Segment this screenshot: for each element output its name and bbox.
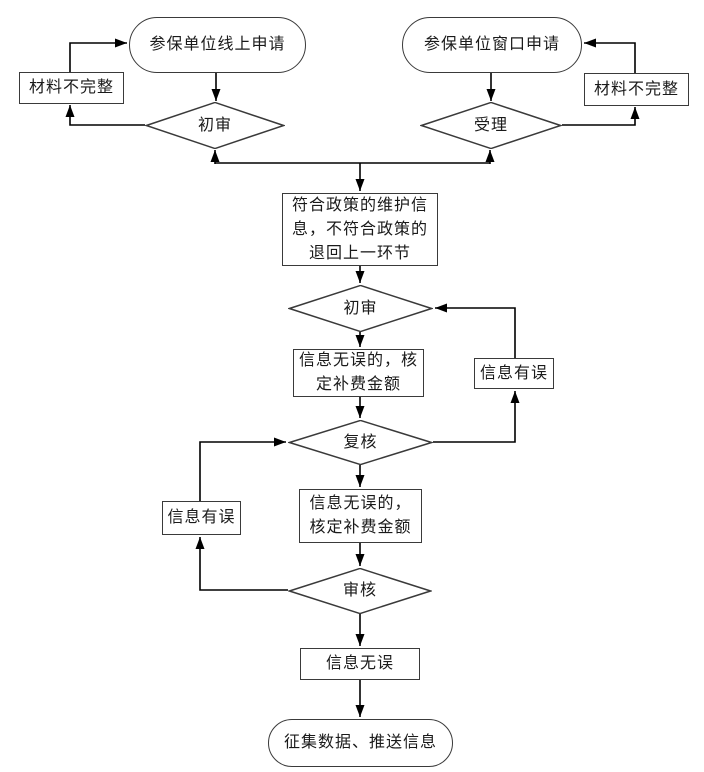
node-accept-label: 受理 [473, 116, 508, 134]
diamond-shape [420, 102, 562, 149]
node-collect-push[interactable]: 征集数据、推送信息 [268, 719, 453, 767]
edge-first-review-to-materials-left [65, 105, 145, 126]
node-info-ok[interactable]: 信息无误 [300, 648, 420, 680]
node-info-error-right-label: 信息有误 [479, 364, 548, 382]
node-first-review-label: 初审 [197, 116, 232, 134]
node-materials-incomplete-right[interactable]: 材料不完整 [584, 73, 689, 106]
node-audit-diamond[interactable]: 审核 [288, 568, 432, 614]
node-policy-maintain[interactable]: 符合政策的维护信 息，不符合政策的 退回上一环节 [282, 193, 438, 266]
node-initial-review2-label: 初审 [343, 299, 378, 317]
diamond-shape [288, 285, 433, 332]
node-recheck-label: 复核 [343, 433, 378, 451]
node-first-review-diamond[interactable]: 初审 [145, 102, 285, 149]
node-audit-label: 审核 [342, 582, 377, 599]
node-info-error-left[interactable]: 信息有误 [162, 501, 241, 535]
diamond-shape [145, 102, 285, 149]
diamond-shape [288, 420, 433, 465]
edge-accept-to-materials-right [562, 107, 640, 126]
node-confirm-amount2-label: 信息无误的， 核定补费金额 [309, 495, 412, 536]
node-info-error-right[interactable]: 信息有误 [474, 358, 554, 389]
node-recheck-diamond[interactable]: 复核 [288, 420, 433, 465]
node-window-application-label: 参保单位窗口申请 [423, 36, 560, 53]
edge-materials-right-to-window [584, 38, 636, 73]
node-confirm-amount2[interactable]: 信息无误的， 核定补费金额 [299, 489, 422, 543]
node-materials-incomplete-left-label: 材料不完整 [28, 79, 114, 96]
edge-recheck-to-error-right [433, 391, 520, 443]
node-info-ok-label: 信息无误 [325, 655, 394, 672]
node-accept-diamond[interactable]: 受理 [420, 102, 562, 149]
edge-error-left-to-recheck [199, 437, 286, 501]
node-collect-push-label: 征集数据、推送信息 [283, 734, 437, 751]
node-confirm-amount1-label: 信息无误的，核 定补费金额 [298, 352, 418, 393]
node-materials-incomplete-left[interactable]: 材料不完整 [19, 72, 124, 104]
node-online-application-label: 参保单位线上申请 [149, 36, 286, 53]
node-policy-maintain-label: 符合政策的维护信 息，不符合政策的 退回上一环节 [291, 196, 428, 262]
edge-audit-to-error-left [195, 537, 288, 591]
edge-error-right-to-initial2 [435, 303, 516, 358]
node-materials-incomplete-right-label: 材料不完整 [593, 80, 679, 98]
edge-materials-left-to-online [69, 38, 127, 72]
node-info-error-left-label: 信息有误 [167, 509, 236, 526]
node-window-application[interactable]: 参保单位窗口申请 [402, 17, 582, 73]
diamond-shape [288, 568, 432, 614]
node-initial-review2-diamond[interactable]: 初审 [288, 285, 433, 332]
node-confirm-amount1[interactable]: 信息无误的，核 定补费金额 [293, 349, 424, 397]
node-online-application[interactable]: 参保单位线上申请 [129, 17, 306, 73]
